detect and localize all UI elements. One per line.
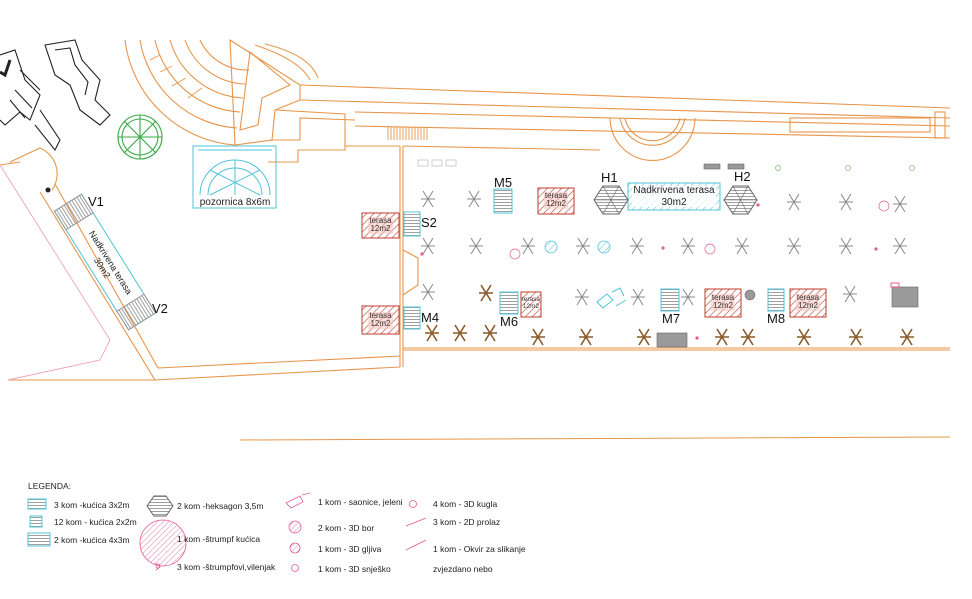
label-m7: M7	[662, 311, 681, 326]
label-covered-terrace-top: Nadkrivena terasa 30m2	[633, 185, 715, 208]
bench-icon	[637, 328, 651, 346]
legend-prolaz: 3 kom - 2D prolaz	[433, 517, 501, 527]
table-icon	[521, 237, 535, 255]
label-terrace-left-top: terasa 12m2	[369, 216, 392, 234]
covered-terrace-left	[53, 193, 157, 331]
table-icon	[467, 190, 481, 208]
house-m4	[403, 306, 421, 330]
dark-building	[0, 39, 111, 193]
table-icon	[839, 193, 853, 211]
table-icon	[735, 237, 749, 255]
bench-icon	[579, 328, 593, 346]
table-icon	[787, 237, 801, 255]
legend-kucica-2x2: 12 kom - kućica 2x2m	[54, 517, 137, 527]
bench-icon	[479, 284, 493, 302]
pink-markers	[420, 203, 878, 340]
legend-okvir: 1 kom - Okvir za slikanje	[433, 544, 526, 554]
table-icon	[839, 237, 853, 255]
legend-title: LEGENDA:	[28, 481, 71, 491]
table-icon	[421, 237, 435, 255]
bench-icon	[849, 328, 863, 346]
bench-icon	[483, 324, 497, 342]
house-m7	[660, 288, 680, 312]
legend-gljiva: 1 kom - 3D gljiva	[318, 544, 382, 554]
legend-snjesko: 1 kom - 3D snješko	[318, 564, 391, 574]
house-m6	[499, 291, 519, 315]
site-outlines	[0, 38, 951, 441]
legend-bor: 2 kom - 3D bor	[318, 523, 375, 533]
tree-icon	[117, 114, 163, 160]
legend-kucica-3x2: 3 kom -kućica 3x2m	[54, 500, 130, 510]
bench-icon	[425, 324, 439, 342]
table-icon	[576, 237, 590, 255]
houses	[403, 188, 785, 330]
table-symbols	[421, 190, 907, 306]
bench-icon	[453, 324, 467, 342]
label-m6: M6	[500, 314, 519, 329]
table-icon	[575, 288, 589, 306]
legend-strumpfovi: 3 kom -štrumpfovi,vilenjak	[177, 562, 276, 572]
stage	[192, 145, 277, 209]
table-icon	[469, 237, 483, 255]
table-icon	[893, 237, 907, 255]
label-v1: V1	[88, 194, 104, 209]
label-v2: V2	[152, 301, 168, 316]
pink-circles	[509, 200, 890, 260]
table-icon	[630, 237, 644, 255]
label-m4: M4	[421, 310, 440, 325]
label-terrace-m8: terasa 12m2	[796, 293, 820, 311]
legend-symbols	[27, 492, 427, 572]
label-terrace-m7: terasa 12m2	[711, 293, 735, 311]
terrace-m6	[520, 291, 542, 318]
table-icon	[787, 193, 801, 211]
bench-icon	[797, 328, 811, 346]
label-terrace-left-bottom: terasa 12m2	[369, 311, 392, 329]
legend-heksagon: 2 kom -heksagon 3,5m	[177, 501, 264, 511]
label-h2: H2	[734, 169, 751, 184]
table-icon	[631, 288, 645, 306]
label-h1: H1	[601, 170, 618, 185]
cyan-chairs	[596, 287, 627, 309]
legend-strumpf-kucica: 1 kom -štrumpf kućica	[177, 534, 261, 544]
bench-icon	[741, 328, 755, 346]
table-icon	[681, 288, 695, 306]
house-s2	[403, 211, 421, 237]
table-icon	[843, 285, 857, 303]
bench-symbols	[425, 284, 914, 346]
label-m8: M8	[767, 311, 786, 326]
table-icon	[681, 237, 695, 255]
legend-saonice: 1 kom - saonice, jeleni	[318, 497, 403, 507]
label-terrace-m6: terasa 12m2	[521, 296, 541, 310]
bench-icon	[715, 328, 729, 346]
table-icon	[421, 283, 435, 301]
legend-kugla: 4 kom - 3D kugla	[433, 499, 498, 509]
hatched-balls	[544, 240, 611, 254]
legend-zvjezdano: zvjezdano nebo	[433, 564, 493, 574]
gray-items	[656, 163, 919, 348]
bench-icon	[531, 328, 545, 346]
label-s2: S2	[421, 215, 437, 230]
table-icon	[421, 190, 435, 208]
terrace-labels-bg	[368, 192, 820, 329]
bench-icon	[900, 328, 914, 346]
label-stage: pozornica 8x6m	[199, 197, 271, 208]
label-terrace-m5: terasa 12m2	[544, 191, 568, 209]
house-m5	[493, 188, 513, 214]
table-icon	[893, 195, 907, 213]
legend-kucica-4x3: 2 kom -kućica 4x3m	[54, 535, 130, 545]
label-m5: M5	[494, 175, 513, 190]
house-m8	[767, 288, 785, 312]
